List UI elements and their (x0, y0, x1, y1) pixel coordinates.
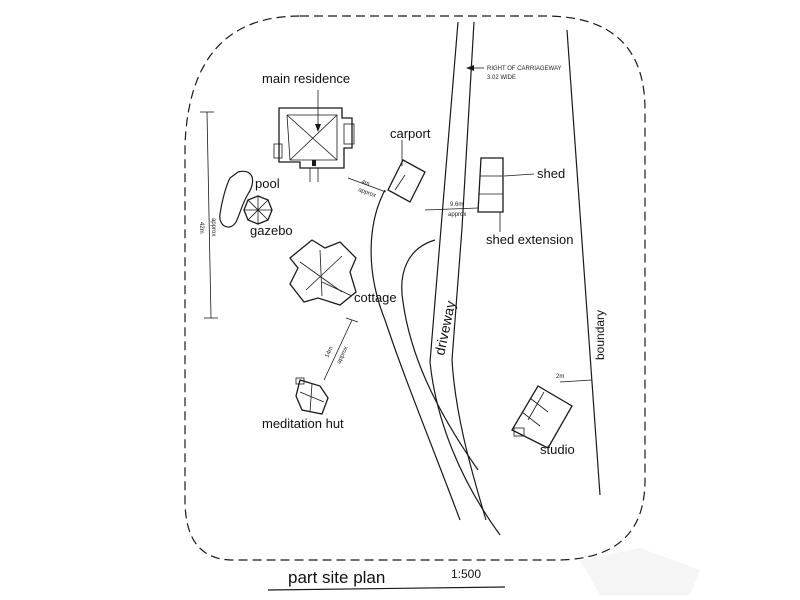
shed-extension-label: shed extension (486, 232, 573, 247)
dim-2m-label: 2m (556, 374, 564, 380)
title-underline (267, 586, 506, 591)
dim-96m-note: approx (448, 212, 466, 218)
gazebo-label: gazebo (250, 223, 293, 238)
cottage-building (289, 239, 357, 306)
meditation-hut-label: meditation hut (262, 416, 344, 431)
dim-4m-note: approx (357, 187, 376, 199)
carriageway-line-right-lower (451, 227, 463, 361)
studio-label: studio (540, 442, 575, 457)
dim-2m-line (559, 379, 593, 383)
gazebo-shape (243, 195, 273, 225)
driveway-edge-west (370, 189, 461, 521)
carriageway-arrowhead (466, 65, 474, 71)
dim-14m-line (323, 319, 353, 381)
shed-label: shed (537, 166, 565, 181)
carport-building (387, 159, 426, 203)
dim-4m-label: 4m (360, 179, 370, 187)
driveway-edge-inner (401, 239, 479, 471)
dim-42m-label: 42m (198, 222, 204, 234)
dim-14m-tick-top (345, 317, 359, 323)
plan-title: part site plan (288, 568, 385, 587)
plan-scale: 1:500 (451, 567, 481, 581)
driveway-edge-east-2 (451, 359, 487, 521)
dim-96m-line (424, 207, 479, 211)
driveway-edge-east (429, 361, 501, 536)
main-residence-label: main residence (262, 71, 350, 86)
dim-14m-label: 14m (324, 346, 334, 359)
boundary-line (566, 29, 601, 496)
shed-building (477, 157, 504, 213)
boundary-label: boundary (593, 310, 607, 360)
meditation-hut-building (295, 377, 329, 415)
studio-building (511, 385, 573, 449)
dim-42m-line (206, 111, 212, 319)
carriageway-line-right (461, 21, 475, 229)
cottage-leader (321, 281, 353, 297)
property-outline (184, 15, 646, 561)
carriageway-line-left (429, 21, 459, 363)
pool-label: pool (255, 176, 280, 191)
main-residence-building (273, 107, 355, 182)
dim-42m-note: approx (210, 218, 216, 236)
pool-shape (219, 170, 254, 228)
dim-96m-label: 9.6m (450, 202, 463, 208)
carriageway-label-line1: RIGHT OF CARRIAGEWAY (487, 66, 562, 72)
shed-leader (503, 173, 535, 177)
carriageway-label-line2: 3.02 WIDE (487, 75, 516, 81)
dim-4m-line (347, 177, 387, 193)
carport-label: carport (390, 126, 431, 141)
main-residence-leader-arrow (315, 124, 321, 132)
scan-smudge (580, 548, 700, 595)
cottage-label: cottage (354, 290, 397, 305)
